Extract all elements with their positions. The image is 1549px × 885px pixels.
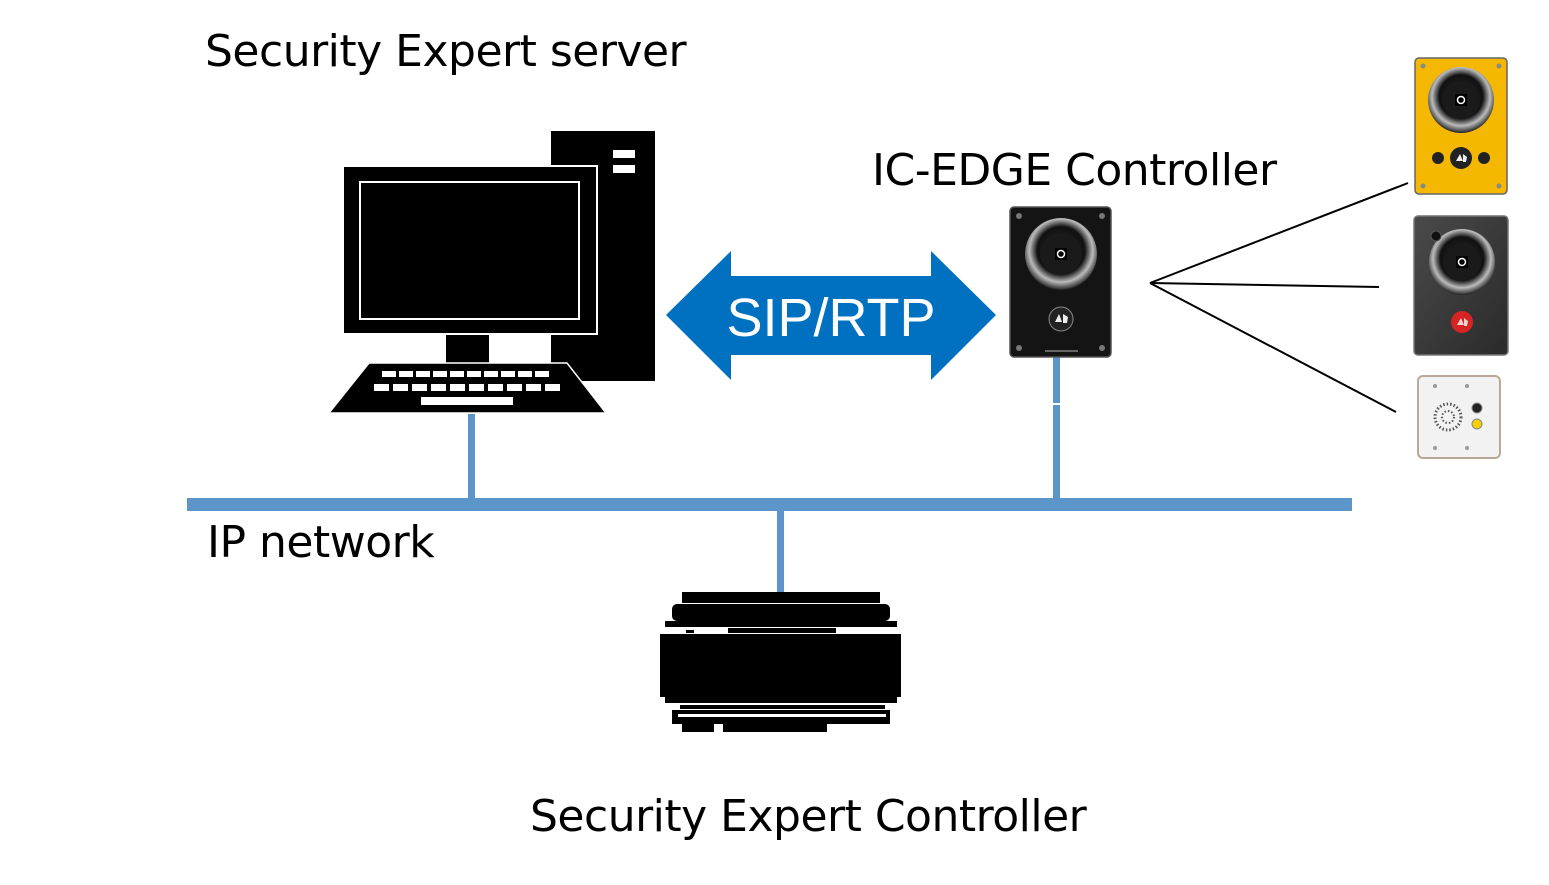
- network-label: IP network: [207, 517, 435, 568]
- white-intercom-icon: [1417, 375, 1501, 459]
- ic-edge-drop-line-top: [1053, 356, 1060, 403]
- link-white-intercom: [1149, 282, 1397, 413]
- ic-edge-label: IC-EDGE Controller: [872, 145, 1277, 196]
- fan-out-lines: [1149, 182, 1409, 413]
- ic-edge-intercom-icon: [1009, 206, 1112, 358]
- server-drop-line: [468, 414, 475, 500]
- sip-rtp-arrow: SIP/RTP: [666, 251, 996, 380]
- security-expert-controller-icon: [660, 592, 901, 732]
- server-label: Security Expert server: [205, 26, 687, 77]
- dark-intercom-icon: [1413, 215, 1509, 356]
- yellow-intercom-icon: [1414, 57, 1508, 195]
- controller-label: Security Expert Controller: [530, 791, 1087, 842]
- link-dark-intercom: [1149, 282, 1380, 288]
- protocol-label: SIP/RTP: [726, 288, 935, 348]
- keyboard-keys: [374, 371, 560, 405]
- ic-edge-drop-line-bottom: [1053, 405, 1060, 500]
- desktop-computer-icon: [327, 131, 655, 414]
- controller-drop-line: [777, 510, 784, 594]
- link-yellow-intercom: [1149, 182, 1409, 284]
- ip-network-bus: [187, 356, 1352, 594]
